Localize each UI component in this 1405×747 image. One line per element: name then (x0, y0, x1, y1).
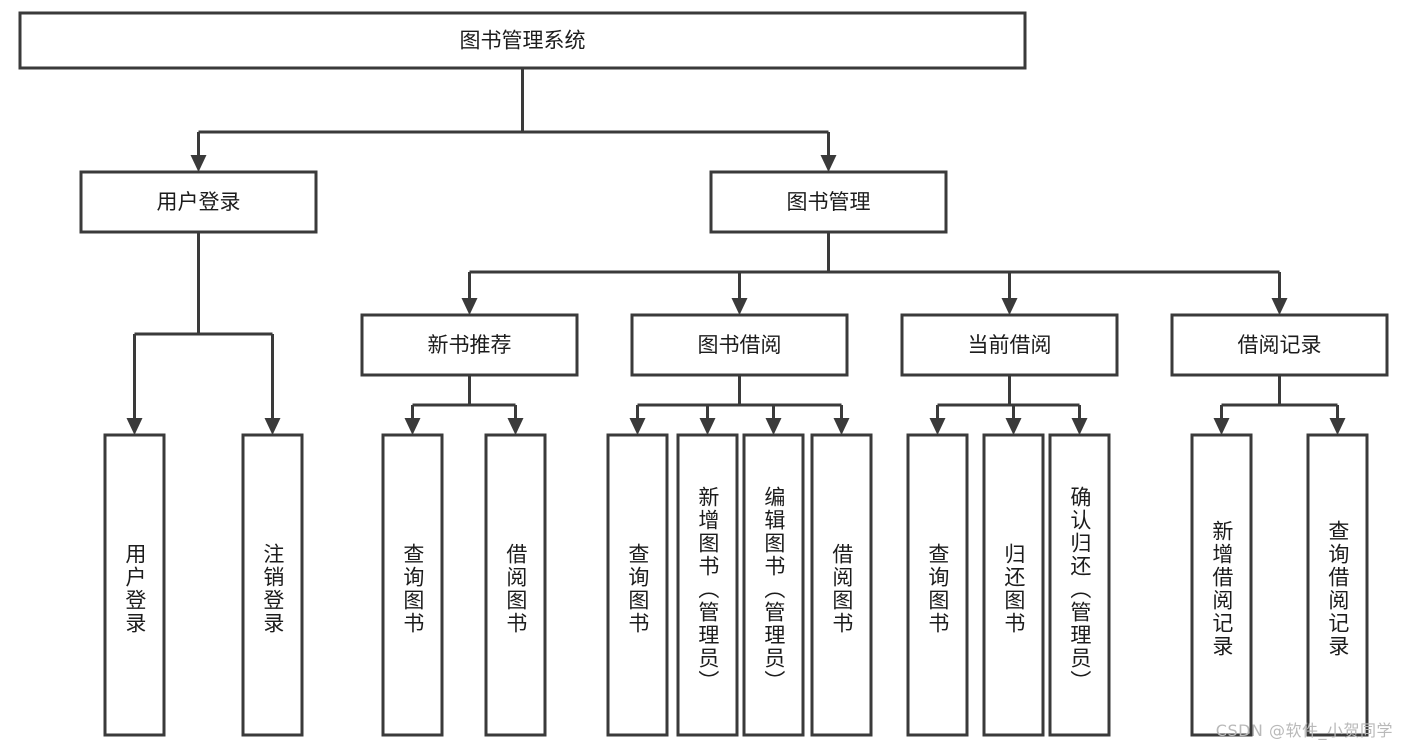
node-box-leaf-query-borrow-record[interactable] (1306, 433, 1369, 737)
node-box-user-login[interactable] (79, 170, 318, 234)
arrow-head-icon (833, 418, 850, 435)
arrow-head-icon (731, 298, 748, 315)
watermark-text: CSDN @软件_小贺同学 (1215, 721, 1393, 740)
node-box-leaf-user-logout[interactable] (241, 433, 304, 737)
node-box-leaf-add-book[interactable] (676, 433, 739, 737)
connector-layer (126, 68, 1346, 435)
node-box-leaf-add-borrow-record[interactable] (1190, 433, 1253, 737)
arrow-head-icon (507, 418, 524, 435)
arrow-head-icon (126, 418, 143, 435)
arrow-head-icon (1005, 418, 1022, 435)
arrow-head-icon (820, 155, 837, 172)
node-box-leaf-return-book[interactable] (982, 433, 1045, 737)
arrow-head-icon (1071, 418, 1088, 435)
arrow-head-icon (1001, 298, 1018, 315)
node-box-leaf-edit-book[interactable] (742, 433, 805, 737)
node-box-borrow-record[interactable] (1170, 313, 1389, 377)
node-label-book-management: 图书管理 (787, 190, 871, 214)
node-box-leaf-user-login[interactable] (103, 433, 166, 737)
node-box-layer (18, 11, 1389, 737)
node-box-book-borrow[interactable] (630, 313, 849, 377)
arrow-head-icon (264, 418, 281, 435)
node-box-root[interactable] (18, 11, 1027, 70)
node-box-new-book-recommend[interactable] (360, 313, 579, 377)
node-label-user-login: 用户登录 (157, 190, 241, 214)
node-label-new-book-recommend: 新书推荐 (428, 333, 512, 357)
arrow-head-icon (404, 418, 421, 435)
arrow-head-icon (765, 418, 782, 435)
node-label-current-borrow: 当前借阅 (968, 333, 1052, 357)
arrow-head-icon (1213, 418, 1230, 435)
arrow-head-icon (699, 418, 716, 435)
node-box-leaf-query-book-current[interactable] (906, 433, 969, 737)
node-box-book-management[interactable] (709, 170, 948, 234)
arrow-head-icon (1329, 418, 1346, 435)
node-label-root: 图书管理系统 (460, 29, 586, 53)
arrow-head-icon (461, 298, 478, 315)
node-box-leaf-query-book-recommend[interactable] (381, 433, 444, 737)
node-box-leaf-borrow-book[interactable] (810, 433, 873, 737)
arrow-head-icon (929, 418, 946, 435)
node-box-leaf-confirm-return[interactable] (1048, 433, 1111, 737)
node-label-book-borrow: 图书借阅 (698, 333, 782, 357)
arrow-head-icon (190, 155, 207, 172)
node-box-current-borrow[interactable] (900, 313, 1119, 377)
node-box-leaf-borrow-book-recommend[interactable] (484, 433, 547, 737)
arrow-head-icon (629, 418, 646, 435)
node-label-borrow-record: 借阅记录 (1238, 333, 1322, 357)
node-box-leaf-query-book-borrow[interactable] (606, 433, 669, 737)
arrow-head-icon (1271, 298, 1288, 315)
